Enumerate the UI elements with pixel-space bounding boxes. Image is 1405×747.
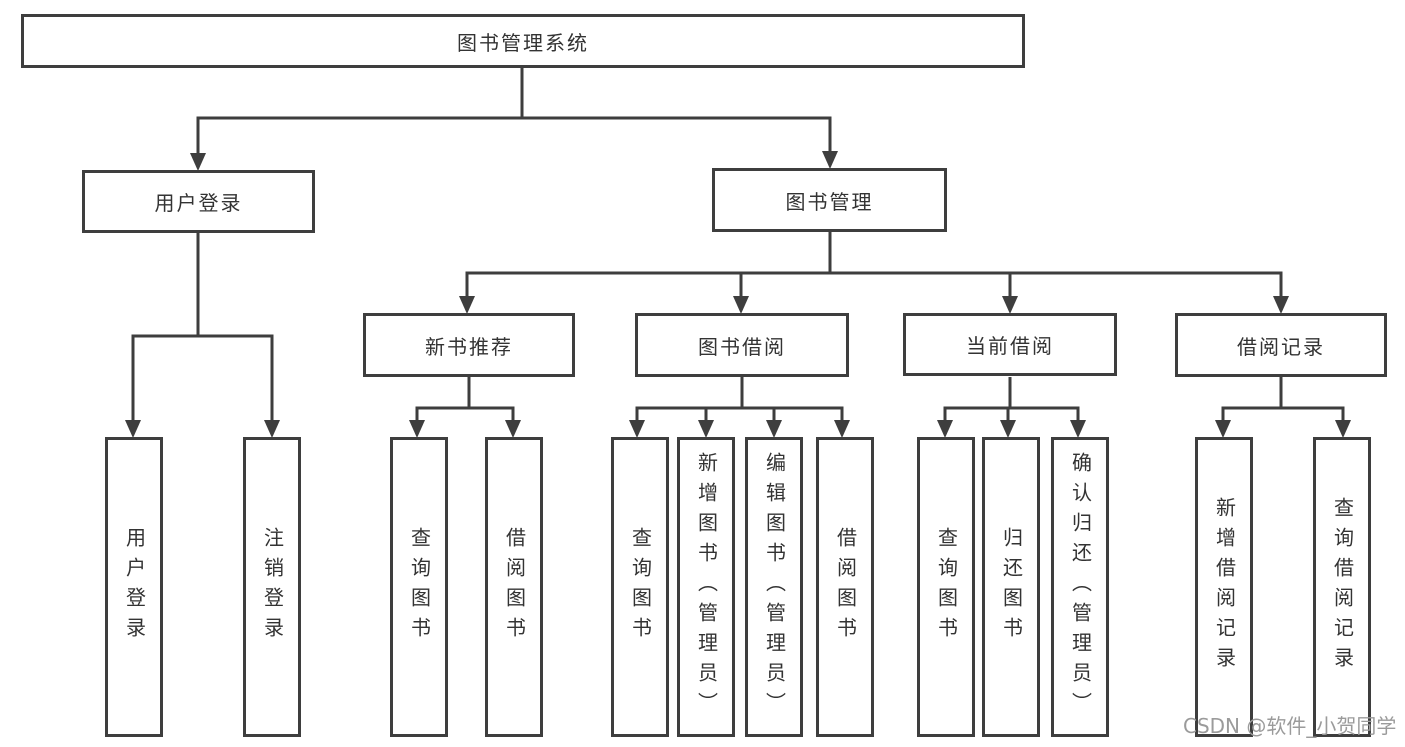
arrow-down-icon [822,151,838,169]
leaf-current-confirm-return-admin: 确认归还（管理员） [1051,437,1109,737]
node-label: 当前借阅 [966,334,1054,358]
root-node-library-system: 图书管理系统 [21,14,1025,68]
leaf-label: 查询图书 [407,527,432,647]
leaf-label: 查询图书 [628,527,653,647]
arrow-down-icon [125,420,141,438]
node-label: 图书借阅 [698,334,786,359]
arrow-down-icon [505,420,521,438]
leaf-user-login: 用户登录 [105,437,163,737]
leaf-borrow-edit-books-admin: 编辑图书（管理员） [745,437,803,737]
leaf-borrow-query-books: 查询图书 [611,437,669,737]
node-borrow-records: 借阅记录 [1175,313,1387,377]
leaf-current-return-books: 归还图书 [982,437,1040,737]
leaf-recommend-borrow-books: 借阅图书 [485,437,543,737]
csdn-watermark: CSDN @软件_小贺同学 [1183,714,1397,738]
arrow-down-icon [733,296,749,314]
leaf-label: 借阅图书 [833,527,858,647]
arrow-down-icon [629,420,645,438]
branch-label: 用户登录 [154,191,243,215]
leaf-label: 编辑图书（管理员） [762,452,787,722]
branch-label: 图书管理 [785,189,874,214]
node-label: 新书推荐 [425,334,513,359]
arrow-down-icon [1000,420,1016,438]
arrow-down-icon [409,420,425,438]
arrow-down-icon [766,420,782,438]
leaf-label: 确认归还（管理员） [1068,452,1093,722]
arrow-down-icon [834,420,850,438]
leaf-borrow-add-books-admin: 新增图书（管理员） [677,437,735,737]
arrow-down-icon [1335,420,1351,438]
leaf-label: 借阅图书 [502,527,527,647]
connector-arrowheads [125,151,1351,438]
branch-book-management: 图书管理 [712,168,947,232]
leaf-current-query-books: 查询图书 [917,437,975,737]
leaf-label: 归还图书 [999,527,1024,647]
leaf-label: 查询借阅记录 [1330,497,1355,677]
arrow-down-icon [698,420,714,438]
node-current-borrow: 当前借阅 [903,313,1117,376]
leaf-label: 用户登录 [122,527,147,647]
leaf-label: 注销登录 [260,527,285,647]
arrow-down-icon [190,153,206,171]
arrow-down-icon [1215,420,1231,438]
leaf-logout: 注销登录 [243,437,301,737]
root-node-label: 图书管理系统 [457,30,589,55]
branch-user-login: 用户登录 [82,170,315,233]
arrow-down-icon [937,420,953,438]
node-new-book-recommend: 新书推荐 [363,313,575,377]
arrow-down-icon [459,296,475,314]
arrow-down-icon [1273,296,1289,314]
arrow-down-icon [1070,420,1086,438]
leaf-borrow-borrow-books: 借阅图书 [816,437,874,737]
leaf-records-query-record: 查询借阅记录 [1313,437,1371,737]
leaf-recommend-query-books: 查询图书 [390,437,448,737]
leaf-records-add-record: 新增借阅记录 [1195,437,1253,737]
arrow-down-icon [264,420,280,438]
node-book-borrow: 图书借阅 [635,313,849,377]
leaf-label: 新增图书（管理员） [694,452,719,722]
leaf-label: 新增借阅记录 [1212,497,1237,677]
arrow-down-icon [1002,296,1018,314]
node-label: 借阅记录 [1237,334,1325,359]
leaf-label: 查询图书 [934,527,959,647]
